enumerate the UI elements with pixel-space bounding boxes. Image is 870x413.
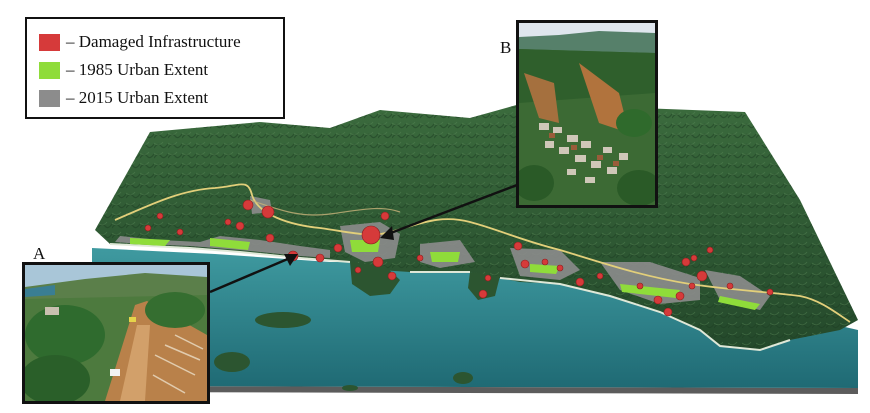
pointer-arrow-a <box>209 254 298 294</box>
inset-photo-b <box>516 20 658 208</box>
panel-label-a: A <box>33 244 46 263</box>
panel-label-b: B <box>500 38 512 57</box>
legend-swatch-red <box>39 33 60 51</box>
legend-label: – 1985 Urban Extent <box>66 60 209 79</box>
island <box>342 385 358 391</box>
legend-label: – 2015 Urban Extent <box>66 88 209 107</box>
coastal-road <box>114 183 851 323</box>
legend-item-2015-urban-extent: – 2015 Urban Extent <box>39 87 208 109</box>
inset-photo-a <box>22 262 210 404</box>
headland <box>350 262 400 296</box>
legend-swatch-green <box>39 61 60 79</box>
island <box>214 352 250 372</box>
landslide-road-photo <box>25 265 207 401</box>
inland-road <box>249 199 401 216</box>
terrain-side-bottom <box>92 386 858 394</box>
pointer-arrow-b <box>380 183 518 240</box>
landslide-settlement-photo <box>519 23 655 205</box>
legend-item-1985-urban-extent: – 1985 Urban Extent <box>39 59 208 81</box>
urban-1985-extent <box>130 238 760 310</box>
island <box>453 372 473 384</box>
beach-line <box>410 271 791 352</box>
damage-markers <box>144 199 774 317</box>
legend-swatch-gray <box>39 89 60 107</box>
headland-east <box>468 272 500 300</box>
map-legend: – Damaged Infrastructure – 1985 Urban Ex… <box>25 17 285 119</box>
ocean <box>92 248 858 388</box>
legend-item-damaged-infrastructure: – Damaged Infrastructure <box>39 31 241 53</box>
island <box>255 312 311 328</box>
legend-label: – Damaged Infrastructure <box>66 32 241 51</box>
